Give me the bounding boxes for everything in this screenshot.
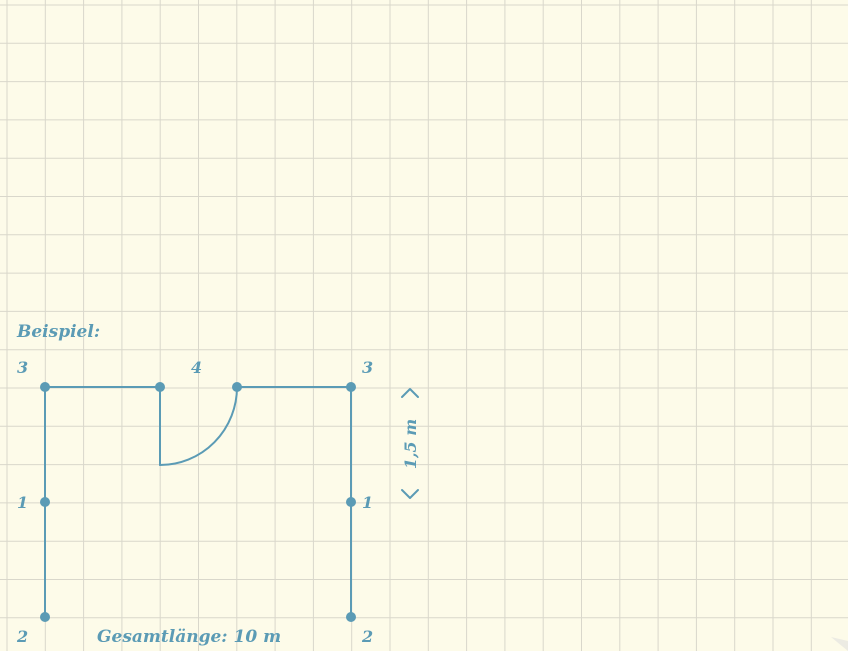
- post-marker: [155, 382, 165, 392]
- point-label-top-left: 3: [17, 358, 28, 377]
- point-label-middle-right: 1: [362, 493, 373, 512]
- dimension-label: 1,5 m: [401, 419, 420, 469]
- point-label-top-right: 3: [362, 358, 373, 377]
- point-label-top-middle: 4: [191, 358, 202, 377]
- post-marker: [346, 497, 356, 507]
- dimension-arrow: [401, 388, 419, 499]
- total-length-label: Gesamtlänge: 10 m: [97, 627, 281, 647]
- post-marker: [232, 382, 242, 392]
- point-label-middle-left: 1: [17, 493, 28, 512]
- post-marker: [40, 497, 50, 507]
- post-marker: [40, 382, 50, 392]
- door-swing-arc: [159, 386, 238, 466]
- page-curl-decoration: [831, 637, 848, 651]
- post-marker: [346, 382, 356, 392]
- post-marker: [346, 612, 356, 622]
- post-marker: [40, 612, 50, 622]
- point-label-bottom-left: 2: [16, 627, 28, 646]
- point-label-bottom-right: 2: [361, 627, 373, 646]
- post-markers: [40, 382, 356, 622]
- arrow-head-bottom: [401, 489, 419, 499]
- diagram-heading: Beispiel:: [16, 322, 100, 342]
- arrow-head-top: [401, 388, 419, 398]
